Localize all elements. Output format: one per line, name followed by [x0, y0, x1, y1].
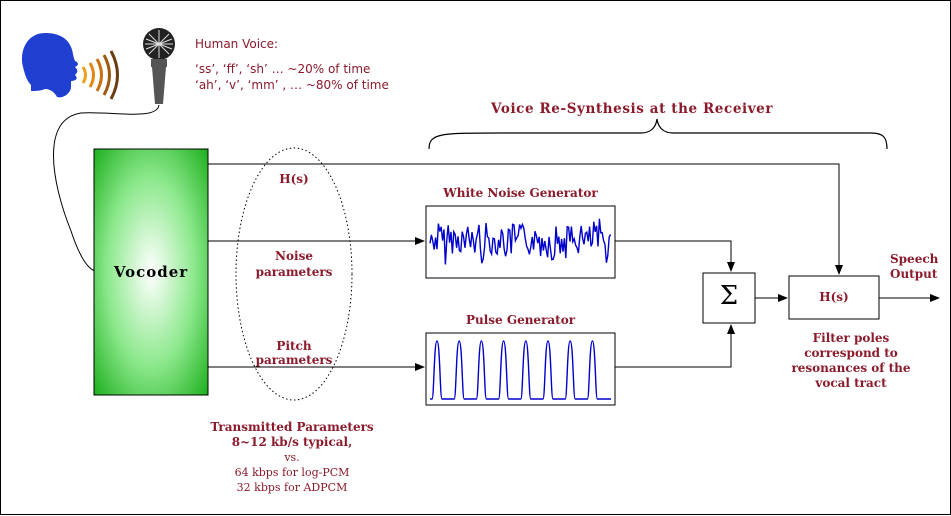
speech-output-label-2: Output	[890, 267, 938, 281]
transmitted-title: Transmitted Parameters	[210, 420, 374, 434]
microphone-icon	[143, 28, 175, 104]
speech-output-label-1: Speech	[890, 252, 939, 266]
param-pitch-label-2: parameters	[255, 353, 333, 367]
filter-note-line: correspond to	[804, 346, 898, 360]
filter-note-line: vocal tract	[815, 376, 887, 390]
transmitted-rate: 8~12 kb/s typical,	[231, 435, 353, 449]
filter-note-line: resonances of the	[791, 361, 911, 375]
transmitted-log-pcm: 64 kbps for log-PCM	[234, 466, 350, 479]
param-pitch-label-1: Pitch	[276, 339, 312, 353]
white-noise-box	[425, 205, 616, 279]
param-noise-label-1: Noise	[275, 249, 313, 263]
pulse-generator-label: Pulse Generator	[465, 313, 576, 327]
voice-unvoiced-line: ‘ss’, ‘ff’, ‘sh’ … ~20% of time	[195, 62, 371, 76]
filter-box	[788, 275, 880, 320]
speaking-head-icon	[21, 33, 119, 100]
microphone-cable	[53, 104, 160, 272]
param-noise-label-2: parameters	[255, 265, 333, 279]
sum-box	[702, 272, 756, 324]
param-hs-label: H(s)	[279, 172, 309, 186]
vocoder-box	[93, 148, 209, 396]
hs-signal-line	[208, 163, 843, 275]
parameters-ellipse	[235, 147, 353, 401]
filter-note: Filter poles correspond to resonances of…	[771, 331, 931, 391]
transmitted-adpcm: 32 kbps for ADPCM	[236, 481, 348, 494]
transmitted-note: Transmitted Parameters 8~12 kb/s typical…	[197, 420, 387, 495]
vocoder-label: Vocoder	[113, 263, 189, 281]
sum-symbol: Σ	[719, 281, 739, 311]
resynthesis-brace	[428, 118, 888, 150]
filter-label: H(s)	[819, 290, 849, 304]
pulse-generator-box	[425, 332, 616, 406]
pulse-to-sum-line	[615, 324, 735, 368]
pulse-waveform	[430, 340, 611, 400]
white-noise-waveform	[429, 218, 612, 265]
voice-title: Human Voice:	[195, 37, 279, 51]
noise-to-sum-line	[615, 240, 735, 272]
resynthesis-title: Voice Re-Synthesis at the Receiver	[491, 101, 774, 117]
transmitted-vs: vs.	[284, 451, 300, 464]
white-noise-label: White Noise Generator	[443, 186, 598, 200]
voice-voiced-line: ‘ah’, ‘v’, ‘mm’ , … ~80% of time	[195, 78, 389, 92]
filter-note-line: Filter poles	[812, 331, 890, 345]
